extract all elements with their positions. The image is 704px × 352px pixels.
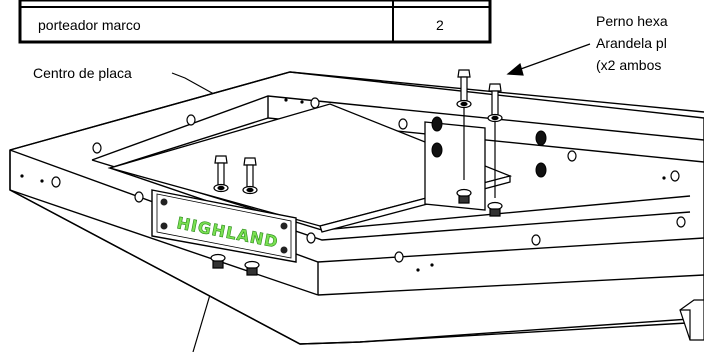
bolt-group-center — [210, 155, 260, 276]
plate-center-label: Centro de placa — [33, 65, 132, 81]
rail-slots — [431, 116, 547, 178]
parts-table-row-qty: 2 — [436, 17, 444, 33]
bolt — [456, 69, 472, 180]
bolt — [242, 157, 258, 195]
bolt-label-line3: (x2 ambos — [596, 57, 661, 73]
parts-table: porteador marco 2 — [18, 0, 492, 44]
parts-table-row-label: porteador marco — [38, 17, 141, 33]
bolt — [213, 155, 229, 193]
corner-box — [679, 299, 704, 341]
bolt-label-line2: Arandela pl — [596, 35, 667, 51]
bolt — [487, 83, 503, 198]
bracket-bar — [424, 121, 486, 211]
bolt-group-upper-right — [456, 69, 503, 217]
bolt-label-line1: Perno hexa — [596, 13, 668, 29]
frame-holes — [51, 97, 686, 263]
frame-small-dots — [20, 98, 666, 272]
